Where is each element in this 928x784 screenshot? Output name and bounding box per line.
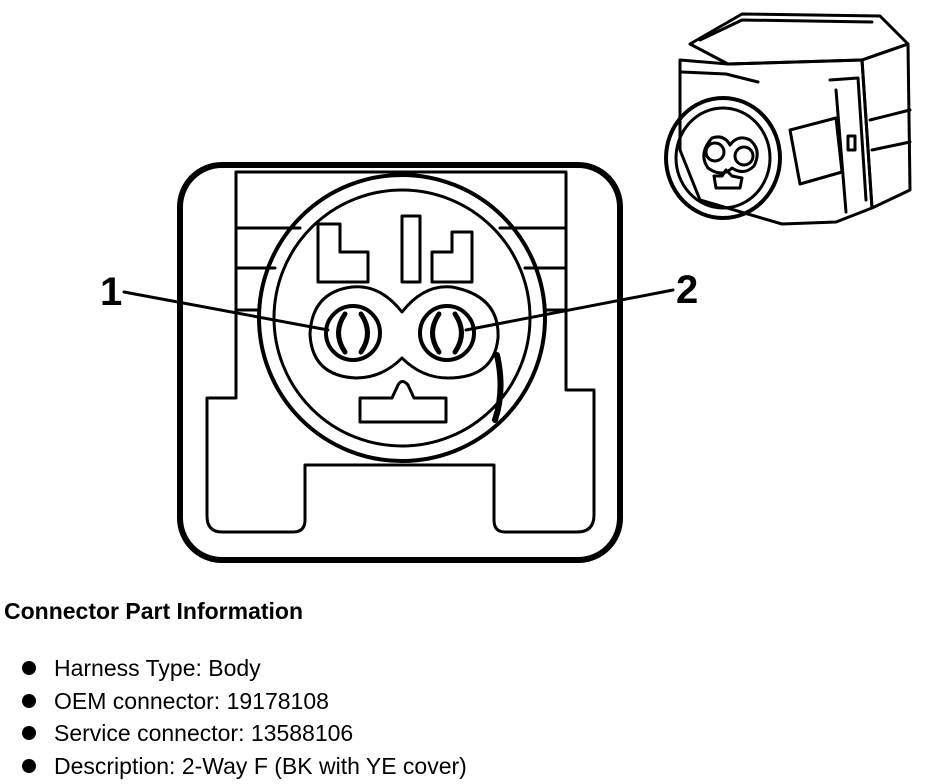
bullet-icon xyxy=(22,693,36,708)
bullet-icon xyxy=(22,726,36,740)
bullet-icon xyxy=(22,758,36,773)
terminal-cavity-2 xyxy=(418,304,476,362)
list-item: Service connector: 13588106 xyxy=(4,717,904,750)
pin-1-leader xyxy=(122,290,330,332)
terminal-body xyxy=(308,285,500,380)
pin-2-label: 2 xyxy=(676,268,698,312)
connector-outer-housing xyxy=(177,162,623,563)
pin-1-label: 1 xyxy=(100,270,122,314)
list-item: Description: 2-Way F (BK with YE cover) xyxy=(4,750,904,783)
connector-diagram: 1 2 xyxy=(100,12,912,563)
upper-key-center xyxy=(400,214,422,284)
connector-face-view: 1 2 xyxy=(100,162,698,563)
connector-inner-outline xyxy=(205,170,596,534)
list-item: OEM connector: 19178108 xyxy=(4,685,904,718)
connector-part-information: Connector Part Information Harness Type:… xyxy=(4,596,904,782)
oem-connector-text: OEM connector: 19178108 xyxy=(54,687,329,714)
list-item: Harness Type: Body xyxy=(4,652,904,685)
connector-isometric-view xyxy=(664,12,912,226)
upper-key-left xyxy=(316,222,370,284)
harness-type-text: Harness Type: Body xyxy=(54,655,261,681)
terminal-cavity-1 xyxy=(324,304,382,362)
info-title: Connector Part Information xyxy=(4,598,304,624)
pin-2-leader xyxy=(464,288,675,332)
info-list: Harness Type: Body OEM connector: 191781… xyxy=(4,652,904,782)
description-text: Description: 2-Way F (BK with YE cover) xyxy=(54,752,467,779)
upper-key-right xyxy=(430,230,474,284)
service-connector-text: Service connector: 13588106 xyxy=(54,720,354,746)
polarization-key xyxy=(358,380,448,424)
bullet-icon xyxy=(22,661,36,675)
